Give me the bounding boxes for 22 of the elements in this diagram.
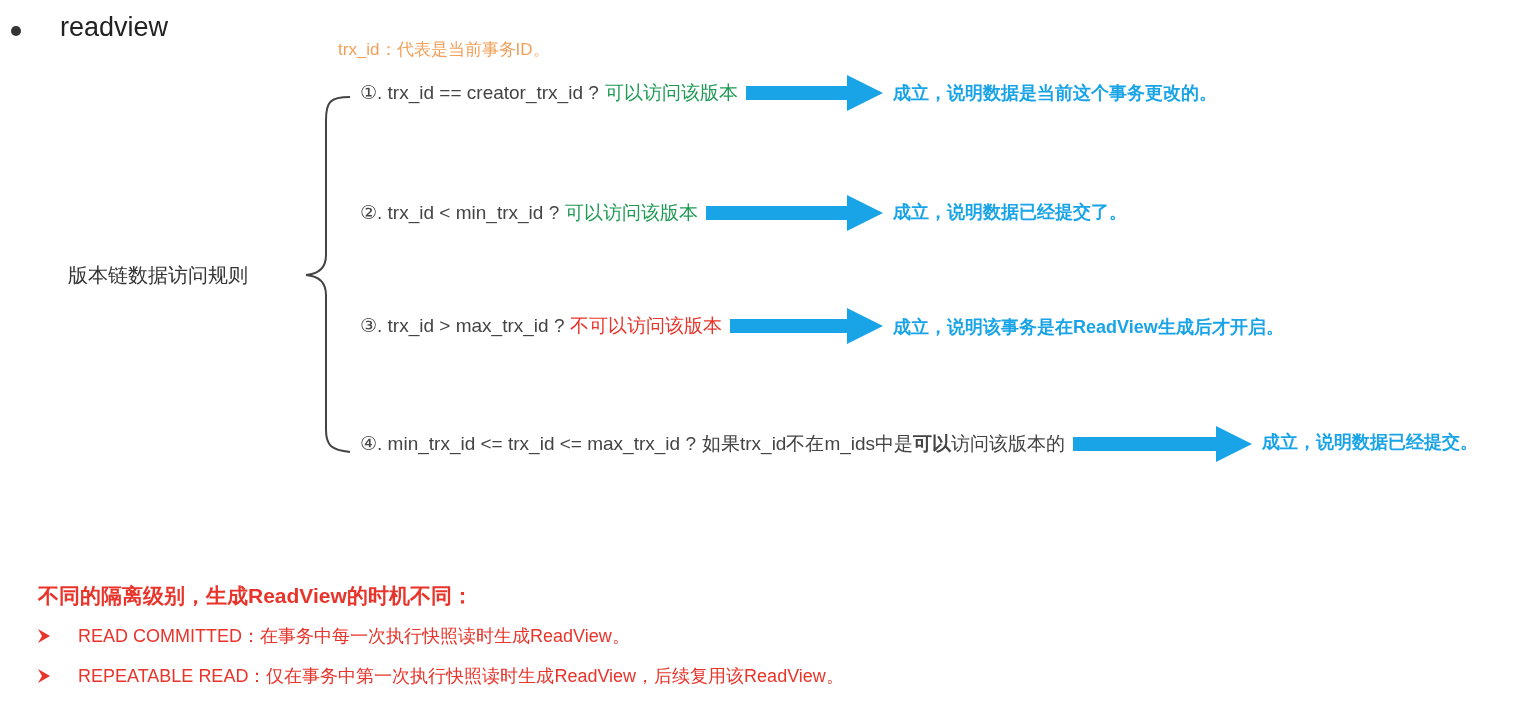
node-text: 版本链数据访问规则 bbox=[68, 263, 248, 288]
note-text: trx_id：代表是当前事务ID。 bbox=[338, 39, 550, 61]
node-text: ②. trx_id < min_trx_id ? bbox=[360, 201, 560, 224]
note-text: REPEATABLE READ：仅在事务中第一次执行快照读时生成ReadView，后续复用该ReadView。 bbox=[78, 665, 844, 688]
block-arrow bbox=[746, 74, 883, 112]
node-text: 如果trx_id不在m_ids中是可以访问该版本的 bbox=[701, 432, 1066, 457]
block-arrow bbox=[1073, 425, 1252, 463]
node-text: 可以访问该版本 bbox=[565, 201, 699, 225]
node-text: ③. trx_id > max_trx_id ? bbox=[360, 314, 565, 337]
node-text: 成立，说明数据已经提交了。 bbox=[893, 201, 1127, 224]
node-text: 成立，说明数据是当前这个事务更改的。 bbox=[893, 82, 1217, 105]
title: readview bbox=[60, 12, 169, 43]
node-text: ①. trx_id == creator_trx_id ? bbox=[360, 81, 599, 104]
note-text: 不同的隔离级别，生成ReadView的时机不同： bbox=[38, 583, 473, 609]
node-text: 成立，说明数据已经提交。 bbox=[1262, 431, 1478, 454]
note-text: READ COMMITTED：在事务中每一次执行快照读时生成ReadView。 bbox=[78, 625, 630, 648]
block-arrow bbox=[730, 307, 883, 345]
node-text: 成立，说明该事务是在ReadView生成后才开启。 bbox=[893, 316, 1284, 339]
node-text: 不可以访问该版本 bbox=[570, 314, 723, 338]
block-arrow bbox=[706, 194, 883, 232]
node-text: 可以访问该版本 bbox=[604, 81, 738, 105]
node-text: ④. min_trx_id <= trx_id <= max_trx_id ? bbox=[360, 432, 696, 455]
